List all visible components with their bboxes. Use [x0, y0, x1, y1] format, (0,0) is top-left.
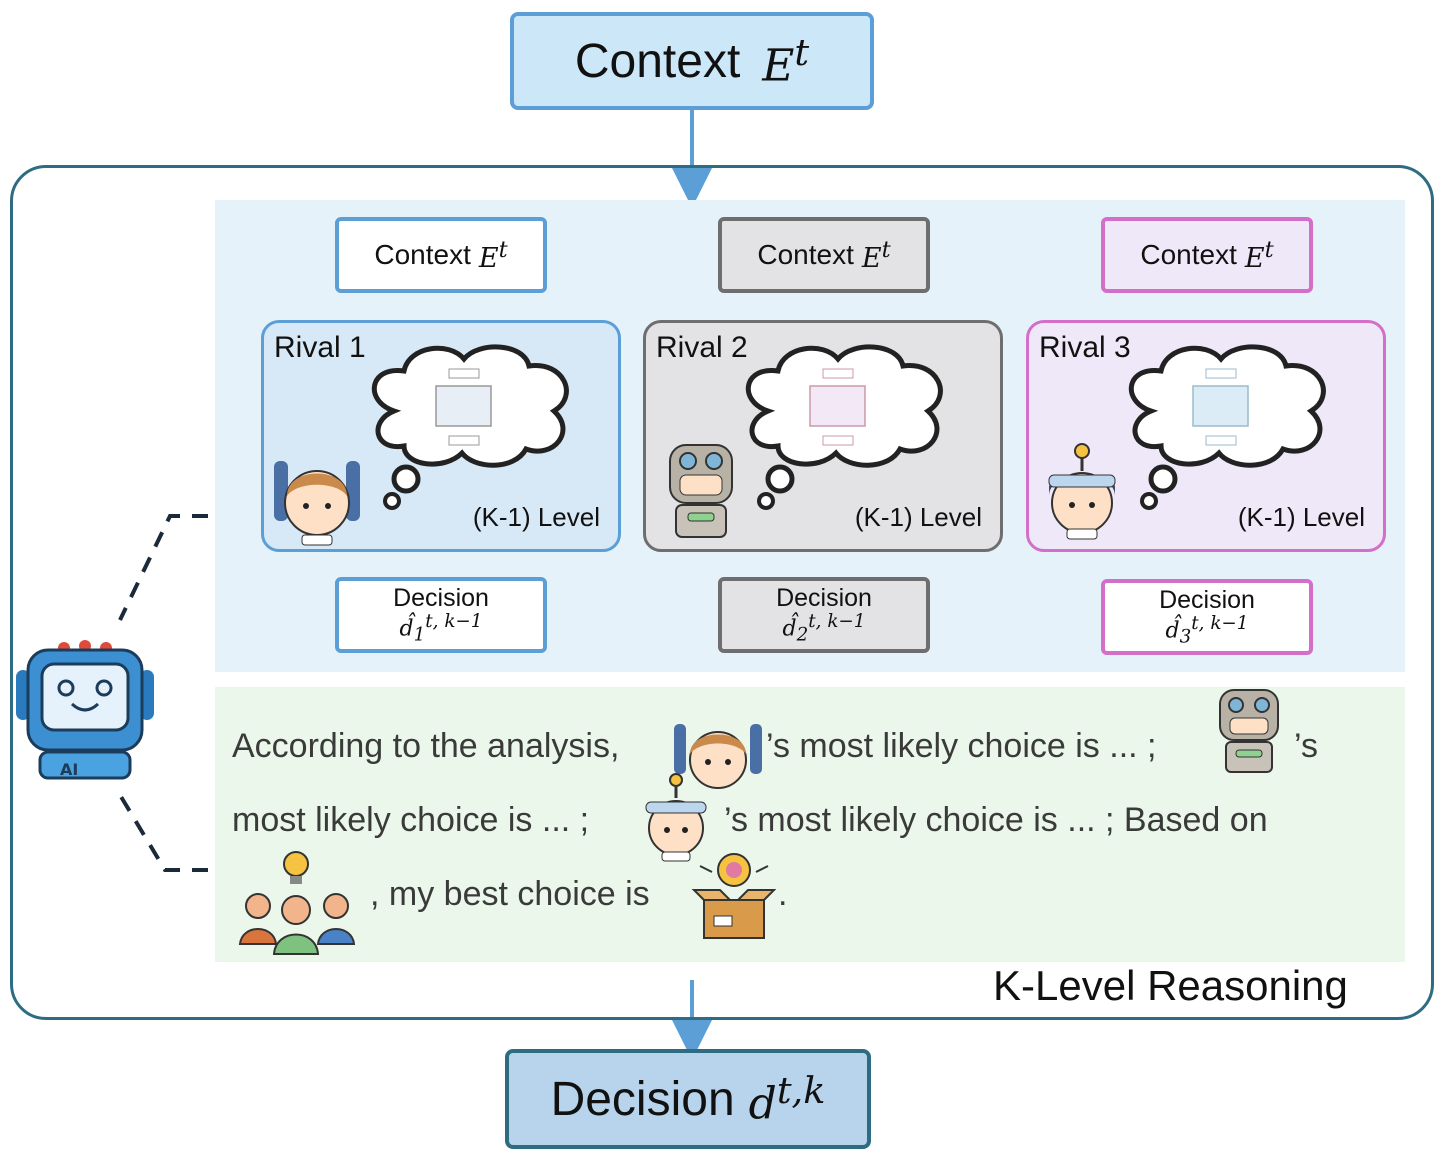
reasoning-line-1c: ’s	[1294, 727, 1318, 765]
bottom-decision-symbol: dt,k	[748, 1068, 826, 1130]
rival1-box: Rival 1 (K-1) Level	[261, 320, 621, 552]
rival3-context-box: Context Et	[1101, 217, 1313, 293]
top-context-box: Context Et	[510, 12, 874, 110]
top-context-label: Context	[574, 34, 741, 88]
k-level-reasoning-label: K-Level Reasoning	[993, 962, 1348, 1009]
reasoning-line-2: most likely choice is ... ;	[232, 801, 590, 839]
idea-box-icon	[691, 853, 776, 939]
rival1-level: (K-1) Level	[472, 502, 600, 532]
reasoning-line-3b: .	[778, 875, 788, 913]
grey-robot-icon	[669, 444, 733, 538]
girl-robot-icon	[645, 773, 707, 862]
rival2-decision-box: Decision d̂2t, k−1	[718, 577, 930, 653]
top-context-symbol: Et	[762, 30, 810, 92]
rival1-decision-box: Decision d̂1t, k−1	[335, 577, 547, 653]
ai-robot-icon: AI	[16, 640, 154, 780]
rival1-context-box: Context Et	[335, 217, 547, 293]
reasoning-line-1b: ’s most likely choice is ... ;	[766, 727, 1157, 765]
reasoning-line-1: According to the analysis,	[232, 727, 620, 765]
thought-cloud-icon	[371, 344, 569, 510]
rival3-decision-symbol: d̂3t, k−1	[1165, 612, 1249, 648]
rival3-decision-box: Decision d̂3t, k−1	[1101, 579, 1313, 655]
rival2-box: Rival 2 (K-1) Level	[643, 320, 1003, 552]
reasoning-panel	[215, 687, 1405, 962]
dashed-link-lower	[118, 793, 208, 872]
rival2-context-box: Context Et	[718, 217, 930, 293]
bottom-decision-label: Decision	[550, 1072, 735, 1126]
rival1-decision-symbol: d̂1t, k−1	[399, 610, 483, 646]
rival3-level: (K-1) Level	[1237, 502, 1365, 532]
grey-robot-icon	[1219, 689, 1279, 773]
thought-cloud-icon	[745, 344, 943, 510]
dashed-link-upper	[118, 514, 208, 621]
svg-text:AI: AI	[60, 760, 78, 779]
rival3-title: Rival 3	[1039, 331, 1131, 364]
rival1-title: Rival 1	[274, 331, 366, 364]
reasoning-line-3: , my best choice is	[370, 875, 650, 913]
girl-robot-icon	[1048, 443, 1116, 540]
reasoning-line-2b: ’s most likely choice is ... ; Based on	[724, 801, 1268, 839]
boy-robot-icon	[274, 461, 360, 546]
rival2-title: Rival 2	[656, 331, 748, 364]
k-level-reasoning-panel	[10, 165, 1434, 1020]
rival3-box: Rival 3 (K-1) Level	[1026, 320, 1386, 552]
bottom-decision-box: Decision dt,k	[505, 1049, 871, 1149]
team-idea-icon	[238, 851, 356, 955]
rival2-decision-symbol: d̂2t, k−1	[782, 610, 866, 646]
rival2-level: (K-1) Level	[854, 502, 982, 532]
thought-cloud-icon	[1128, 344, 1326, 510]
boy-robot-icon	[674, 724, 762, 789]
